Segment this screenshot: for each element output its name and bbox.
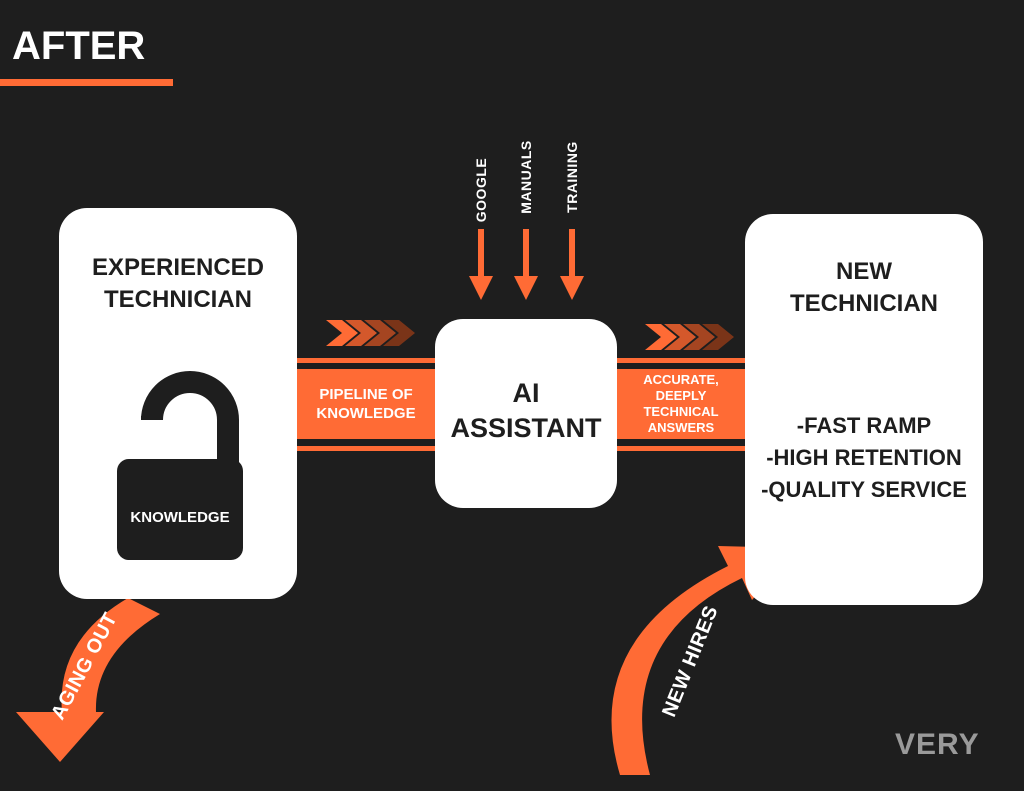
flow-chevrons-left [326, 320, 415, 346]
title-line: NEW [836, 258, 892, 285]
input-arrow-google [469, 229, 493, 300]
pipe-label-line: PIPELINE OF [319, 385, 413, 403]
title-line: TECHNICIAN [104, 286, 252, 314]
experienced-technician-title: EXPERIENCED TECHNICIAN [59, 252, 297, 317]
pipe-label-line: ANSWERS [647, 420, 715, 436]
page-title: AFTER [12, 24, 146, 68]
pipe-label-line: KNOWLEDGE [316, 405, 416, 422]
pipeline-right-band [617, 358, 745, 451]
title-line: EXPERIENCED [91, 254, 265, 281]
ai-assistant-title: AI ASSISTANT [435, 376, 617, 446]
benefit-item: -FAST RAMP [796, 413, 932, 438]
pipe-label-line: TECHNICAL [643, 404, 719, 419]
benefit-item: -HIGH RETENTION [766, 445, 962, 470]
input-label-manuals: MANUALS [518, 140, 534, 214]
title-line: TECHNICIAN [790, 290, 938, 318]
benefits-list: -FAST RAMP -HIGH RETENTION -QUALITY SERV… [745, 410, 983, 506]
accurate-answers-label: ACCURATE, DEEPLY TECHNICAL ANSWERS [617, 369, 745, 439]
input-label-google: GOOGLE [473, 157, 489, 223]
title-line: AI [512, 378, 540, 408]
new-technician-card: NEW TECHNICIAN -FAST RAMP -HIGH RETENTIO… [745, 214, 983, 605]
experienced-technician-card: EXPERIENCED TECHNICIAN [59, 208, 297, 599]
new-technician-title: NEW TECHNICIAN [745, 256, 983, 321]
title-line: ASSISTANT [450, 413, 602, 444]
input-label-training: TRAINING [564, 141, 580, 213]
title-underline [0, 79, 173, 86]
ai-assistant-card: AI ASSISTANT [435, 319, 617, 508]
benefit-item: -QUALITY SERVICE [761, 477, 967, 502]
input-arrow-manuals [514, 229, 538, 300]
very-logo: VERY [895, 728, 980, 761]
knowledge-lock-label: KNOWLEDGE [130, 509, 230, 526]
pipeline-left-band [297, 358, 435, 451]
pipeline-of-knowledge-label: PIPELINE OF KNOWLEDGE [297, 369, 435, 439]
pipe-label-line: DEEPLY [655, 387, 707, 403]
input-arrow-training [560, 229, 584, 300]
aging-out-arrow [16, 598, 160, 762]
flow-chevrons-right [645, 324, 734, 350]
pipe-label-line: ACCURATE, [643, 371, 719, 387]
